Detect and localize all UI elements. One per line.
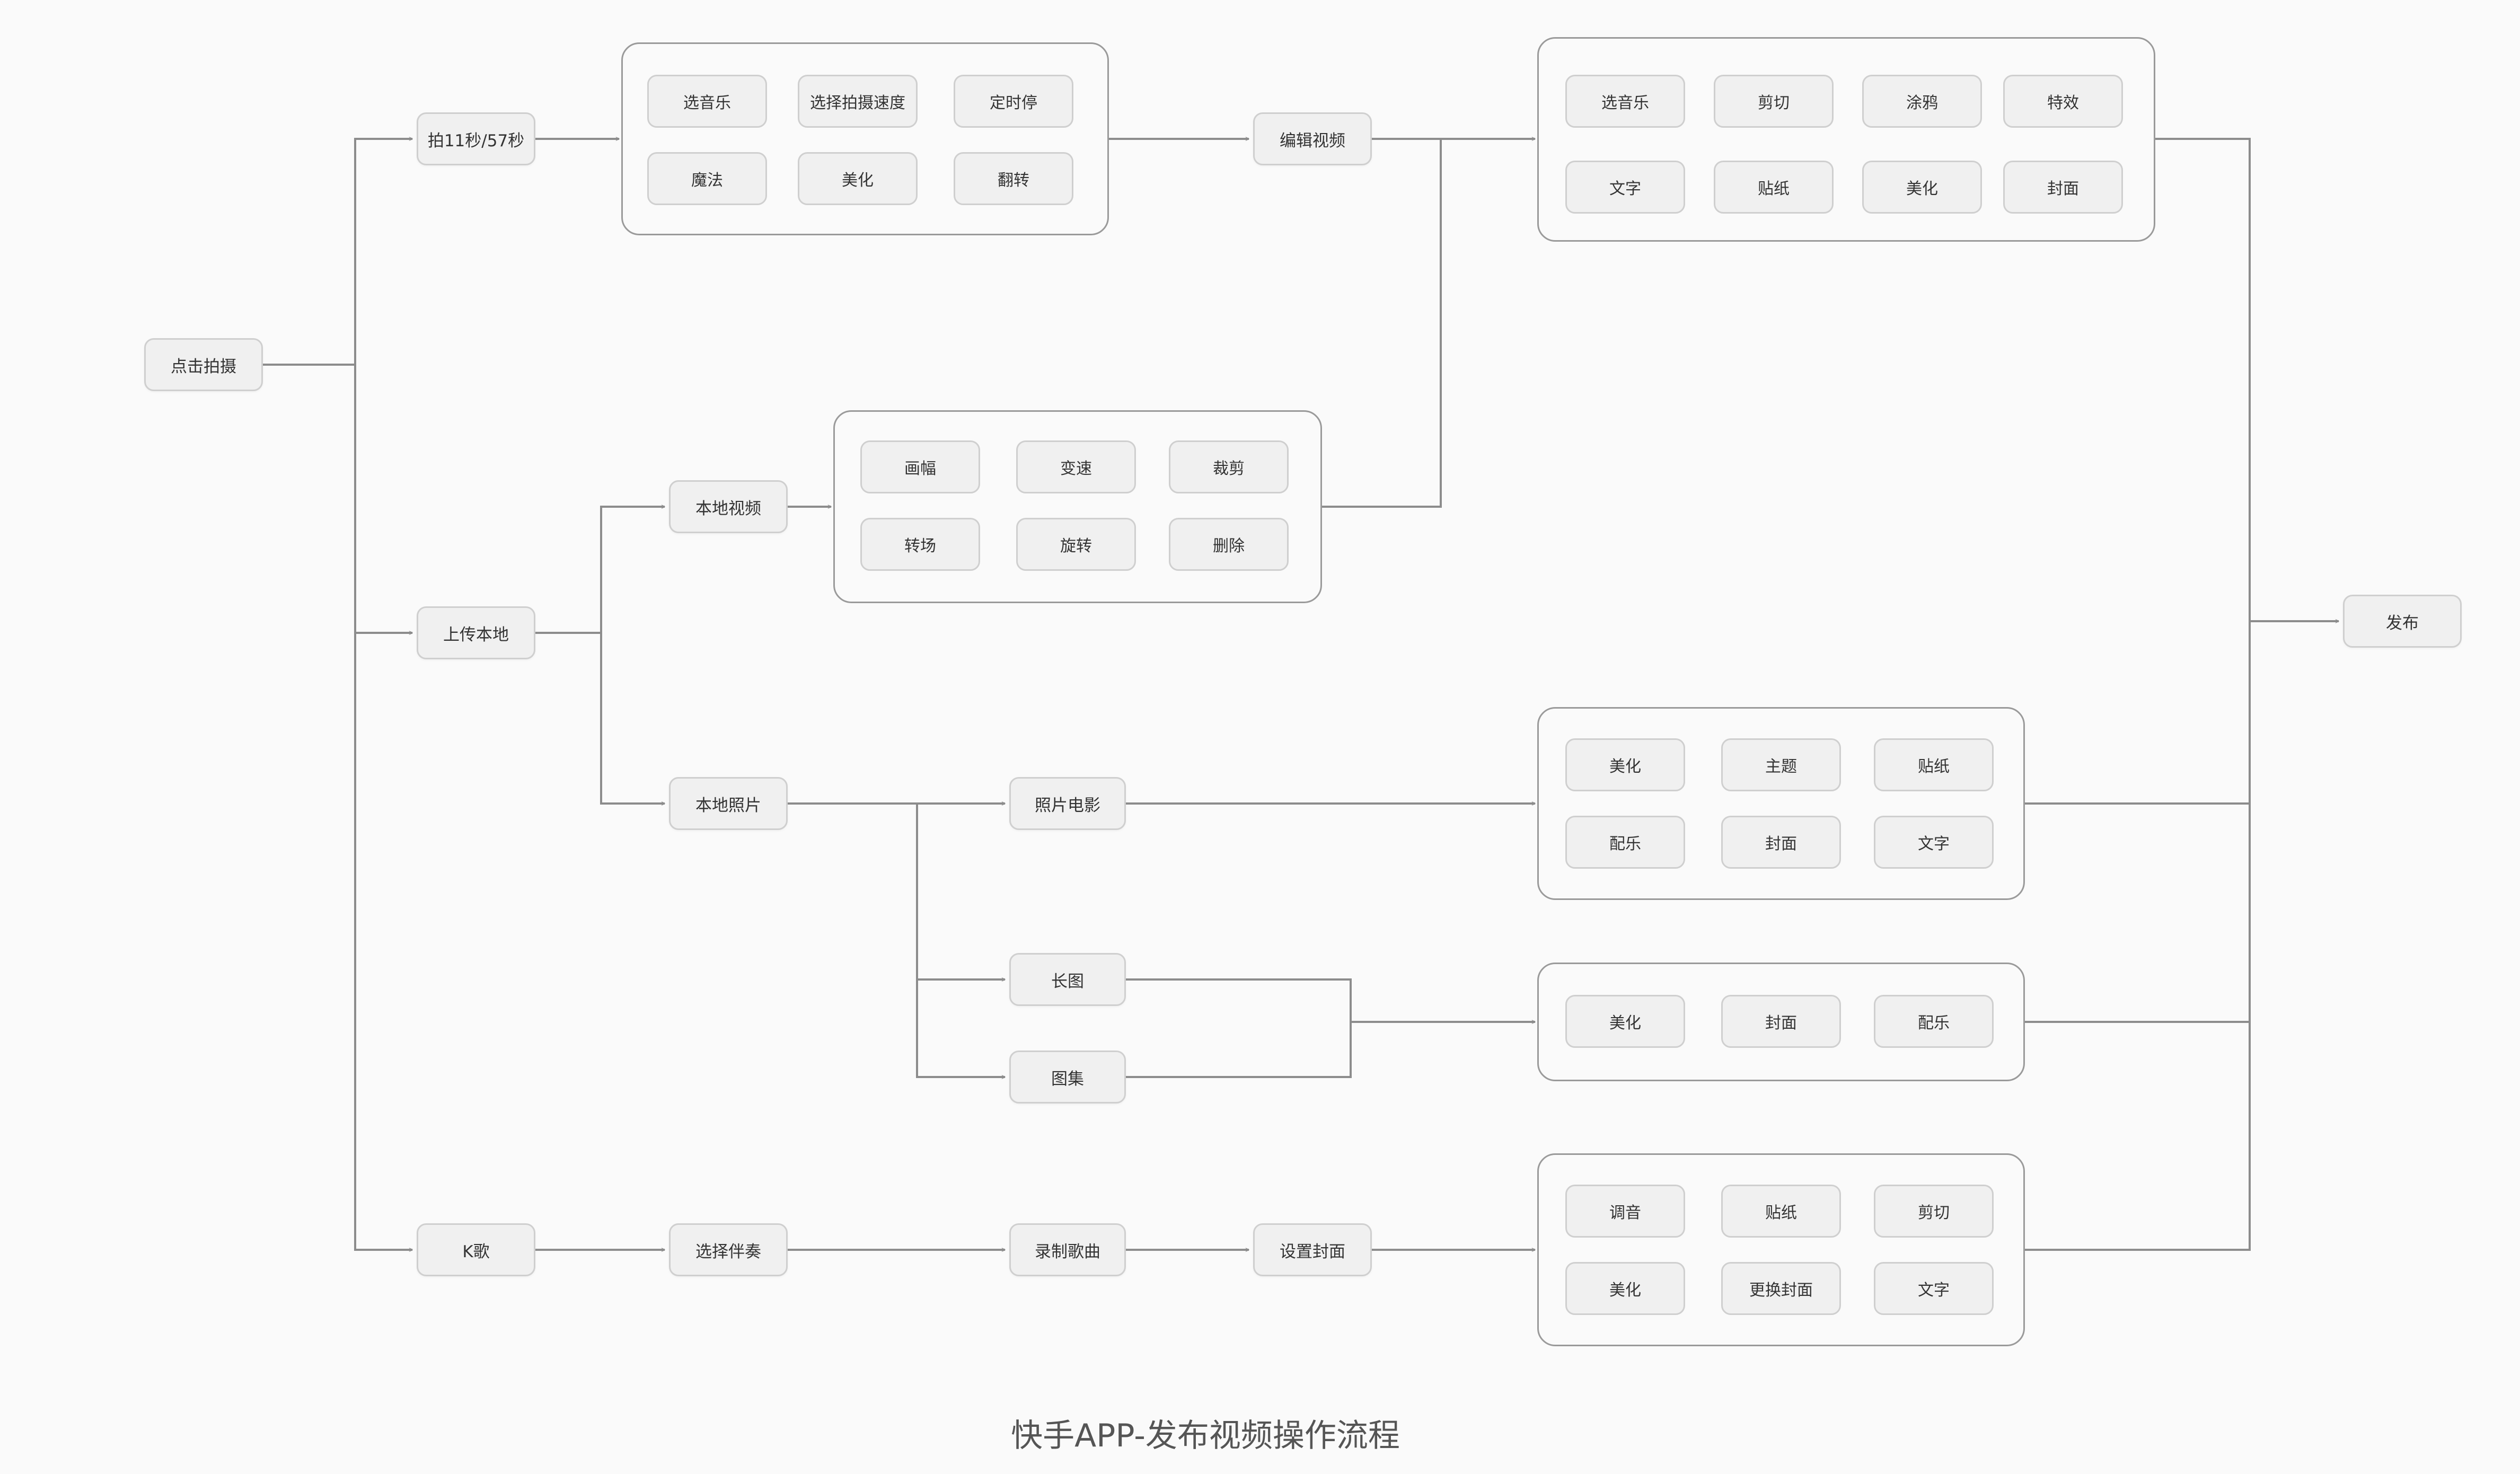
group-photo-movie-options: 美化 主题 贴纸 配乐 封面 文字: [1537, 707, 2025, 900]
chip-cover: 封面: [2003, 161, 2123, 214]
node-edit-video: 编辑视频: [1253, 112, 1372, 165]
group-karaoke-options: 调音 贴纸 剪切 美化 更换封面 文字: [1537, 1153, 2025, 1346]
chip-beautify: 美化: [798, 152, 918, 205]
chip-timer-stop: 定时停: [954, 75, 1073, 128]
edge-album-merge: [1126, 1022, 1352, 1078]
chip-text: 文字: [1874, 816, 1994, 869]
chip-soundtrack: 配乐: [1565, 816, 1685, 869]
node-local-photo: 本地照片: [669, 777, 788, 830]
edge-long-image-options-to-publish: [2025, 621, 2251, 1023]
node-photo-movie: 照片电影: [1009, 777, 1126, 830]
chip-speed-change: 变速: [1016, 440, 1136, 493]
chip-shoot-speed: 选择拍摄速度: [798, 75, 918, 128]
node-shoot-duration: 拍11秒/57秒: [417, 112, 535, 165]
node-choose-accompaniment: 选择伴奏: [669, 1223, 788, 1276]
chip-flip: 翻转: [954, 152, 1073, 205]
edge-click-to-karaoke: [354, 633, 412, 1250]
chip-soundtrack: 配乐: [1874, 995, 1994, 1048]
node-click-shoot: 点击拍摄: [144, 338, 263, 391]
chip-doodle: 涂鸦: [1862, 75, 1982, 128]
chip-cover: 封面: [1721, 995, 1841, 1048]
chip-theme: 主题: [1721, 738, 1841, 791]
node-set-cover: 设置封面: [1253, 1223, 1372, 1276]
chip-sticker: 贴纸: [1874, 738, 1994, 791]
node-publish: 发布: [2343, 595, 2462, 648]
group-edit-options: 选音乐 剪切 涂鸦 特效 文字 贴纸 美化 封面: [1537, 37, 2155, 242]
edge-karaoke-options-to-publish: [2025, 621, 2251, 1251]
edge-click-to-shoot: [263, 139, 412, 366]
chip-cut: 剪切: [1874, 1185, 1994, 1238]
node-upload-local: 上传本地: [417, 606, 535, 659]
chip-sticker: 贴纸: [1721, 1185, 1841, 1238]
chip-text: 文字: [1874, 1262, 1994, 1315]
chip-text: 文字: [1565, 161, 1685, 214]
edge-local-photo-to-long-image: [916, 804, 1005, 979]
node-album: 图集: [1009, 1051, 1126, 1104]
edge-upload-to-local-video: [535, 507, 665, 634]
chip-transition: 转场: [860, 518, 980, 571]
edge-click-to-upload: [354, 365, 412, 633]
edge-upload-to-local-photo: [600, 633, 665, 804]
chip-frame-ratio: 画幅: [860, 440, 980, 493]
chip-effects: 特效: [2003, 75, 2123, 128]
chip-magic: 魔法: [647, 152, 767, 205]
chip-sticker: 贴纸: [1714, 161, 1834, 214]
chip-beautify: 美化: [1862, 161, 1982, 214]
chip-cut: 剪切: [1714, 75, 1834, 128]
edge-video-options-to-edit-options: [1322, 139, 1442, 508]
node-local-video: 本地视频: [669, 480, 788, 533]
edge-local-photo-to-album: [916, 979, 1005, 1077]
chip-delete: 删除: [1169, 518, 1289, 571]
group-long-image-options: 美化 封面 配乐: [1537, 963, 2025, 1081]
chip-choose-music: 选音乐: [647, 75, 767, 128]
chip-beautify: 美化: [1565, 738, 1685, 791]
diagram-caption: 快手APP-发布视频操作流程: [1011, 1417, 1400, 1454]
chip-beautify: 美化: [1565, 1262, 1685, 1315]
edge-long-image-merge: [1126, 978, 1535, 1022]
chip-crop: 裁剪: [1169, 440, 1289, 493]
edge-edit-options-to-publish: [2155, 138, 2339, 621]
node-karaoke: K歌: [417, 1223, 535, 1276]
group-shoot-options: 选音乐 选择拍摄速度 定时停 魔法 美化 翻转: [621, 42, 1109, 235]
node-long-image: 长图: [1009, 953, 1126, 1006]
edge-photo-movie-options-to-publish: [2025, 621, 2251, 805]
chip-beautify: 美化: [1565, 995, 1685, 1048]
chip-cover: 封面: [1721, 816, 1841, 869]
group-local-video-options: 画幅 变速 裁剪 转场 旋转 删除: [833, 410, 1322, 603]
node-record-song: 录制歌曲: [1009, 1223, 1126, 1276]
chip-choose-music: 选音乐: [1565, 75, 1685, 128]
chip-tune: 调音: [1565, 1185, 1685, 1238]
chip-change-cover: 更换封面: [1721, 1262, 1841, 1315]
chip-rotate: 旋转: [1016, 518, 1136, 571]
